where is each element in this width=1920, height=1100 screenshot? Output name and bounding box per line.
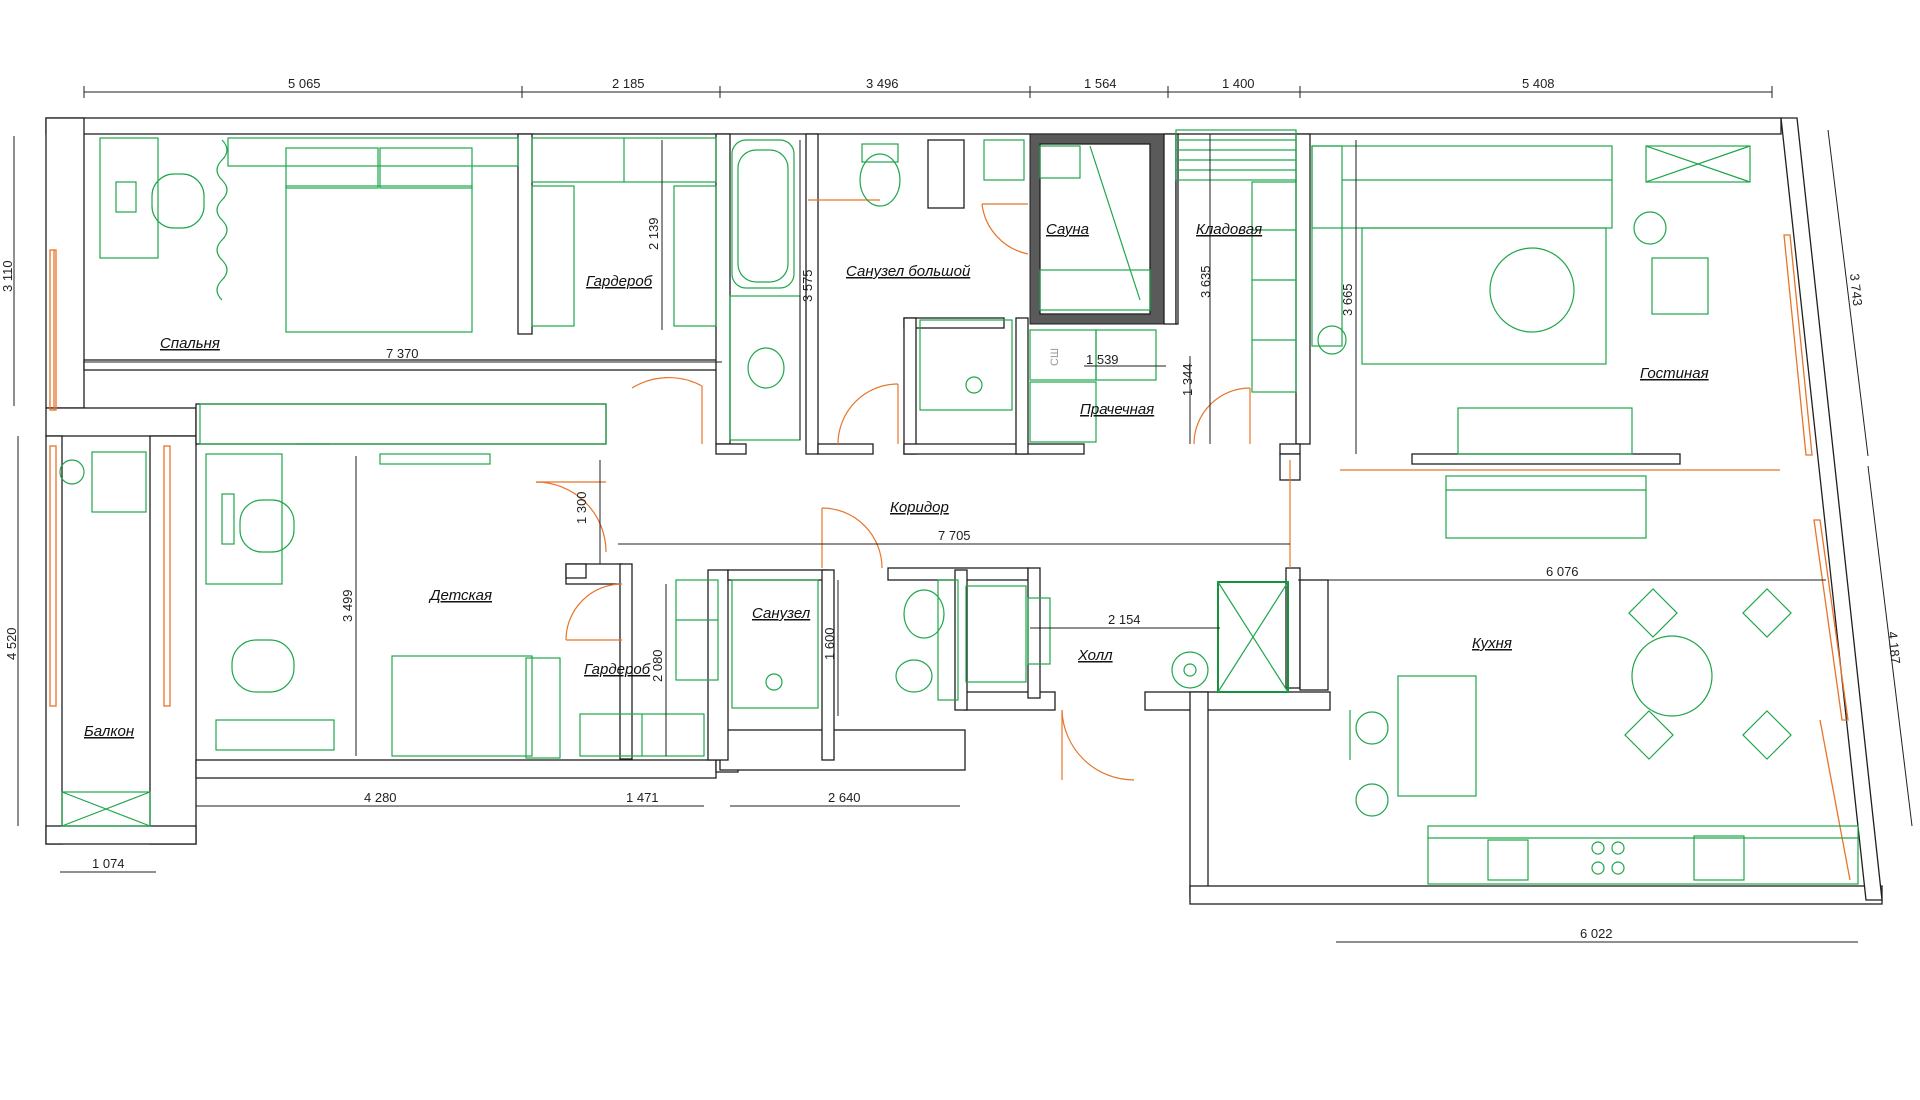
dim-living-height: 3 665	[1340, 283, 1355, 316]
doors	[535, 199, 1780, 781]
laundry-furniture	[1029, 329, 1157, 443]
room-labels: Спальня Гардероб Санузел большой Сауна К…	[84, 221, 1709, 740]
room-label-corridor: Коридор	[890, 499, 949, 516]
dim-bedroom-width: 7 370	[386, 346, 419, 361]
dim-hall-width: 2 154	[1108, 612, 1141, 627]
bathroom-big-furniture	[729, 139, 1025, 441]
bedroom-furniture	[99, 137, 519, 333]
room-label-bathroom: Санузел	[752, 605, 811, 622]
dim-left-bottom: 4 520	[4, 627, 19, 660]
dim-storage-height: 3 635	[1198, 265, 1213, 298]
dim-kitchen-bottom: 6 022	[1580, 926, 1613, 941]
sauna-furniture	[1039, 145, 1151, 311]
dim-top-3: 3 496	[866, 76, 899, 91]
dim-top-1: 5 065	[288, 76, 321, 91]
dim-right-bottom: 4 187	[1885, 631, 1903, 665]
dim-wc-height: 1 600	[822, 627, 837, 660]
dim-wardrobe2-height: 2 080	[650, 649, 665, 682]
riser-label: СШ	[1049, 348, 1061, 366]
windows	[49, 234, 1851, 881]
dim-balcony-width: 1 074	[92, 856, 125, 871]
dimension-lines	[13, 86, 1913, 943]
room-label-bathroom-big: Санузел большой	[846, 263, 971, 280]
dim-bath-height: 3 575	[800, 269, 815, 302]
room-label-bedroom: Спальня	[160, 335, 220, 352]
room-label-laundry: Прачечная	[1080, 401, 1154, 418]
wc-furniture	[731, 579, 1289, 709]
balcony-furniture	[59, 451, 151, 827]
dim-kitchen-width: 6 076	[1546, 564, 1579, 579]
dim-right-top: 3 743	[1847, 273, 1865, 307]
wardrobe2-furniture	[579, 579, 719, 757]
room-label-kitchen: Кухня	[1472, 635, 1512, 652]
dim-corridor-width: 7 705	[938, 528, 971, 543]
dimension-labels: 5 065 2 185 3 496 1 564 1 400 5 408 3 11…	[0, 76, 1903, 941]
room-label-wardrobe1: Гардероб	[586, 273, 653, 290]
dim-top-2: 2 185	[612, 76, 645, 91]
room-label-hall: Холл	[1077, 647, 1113, 664]
room-label-sauna: Сауна	[1046, 221, 1089, 238]
storage-furniture	[1175, 129, 1297, 393]
wardrobe1-furniture	[531, 137, 717, 327]
dim-top-4: 1 564	[1084, 76, 1117, 91]
dim-bottom-3: 2 640	[828, 790, 861, 805]
interior-walls	[83, 133, 1681, 761]
dim-bottom-2: 1 471	[626, 790, 659, 805]
room-label-wardrobe2: Гардероб	[584, 661, 651, 678]
room-label-balcony: Балкон	[84, 723, 134, 740]
dim-bottom-1: 4 280	[364, 790, 397, 805]
dim-kids-height: 3 499	[340, 589, 355, 622]
dim-laundry-width: 1 539	[1086, 352, 1119, 367]
outer-walls	[45, 117, 1883, 905]
dim-laundry-height: 1 344	[1180, 363, 1195, 396]
room-label-living: Гостиная	[1640, 365, 1709, 382]
dim-corridor-height: 1 300	[574, 491, 589, 524]
room-label-storage: Кладовая	[1196, 221, 1262, 238]
living-furniture	[1311, 145, 1751, 539]
dim-top-6: 5 408	[1522, 76, 1555, 91]
dim-wardrobe-height: 2 139	[646, 217, 661, 250]
dim-left-top: 3 110	[0, 260, 15, 292]
room-label-kids: Детская	[428, 587, 492, 604]
kitchen-furniture	[1349, 588, 1859, 885]
dim-top-5: 1 400	[1222, 76, 1255, 91]
kids-furniture	[199, 403, 607, 759]
